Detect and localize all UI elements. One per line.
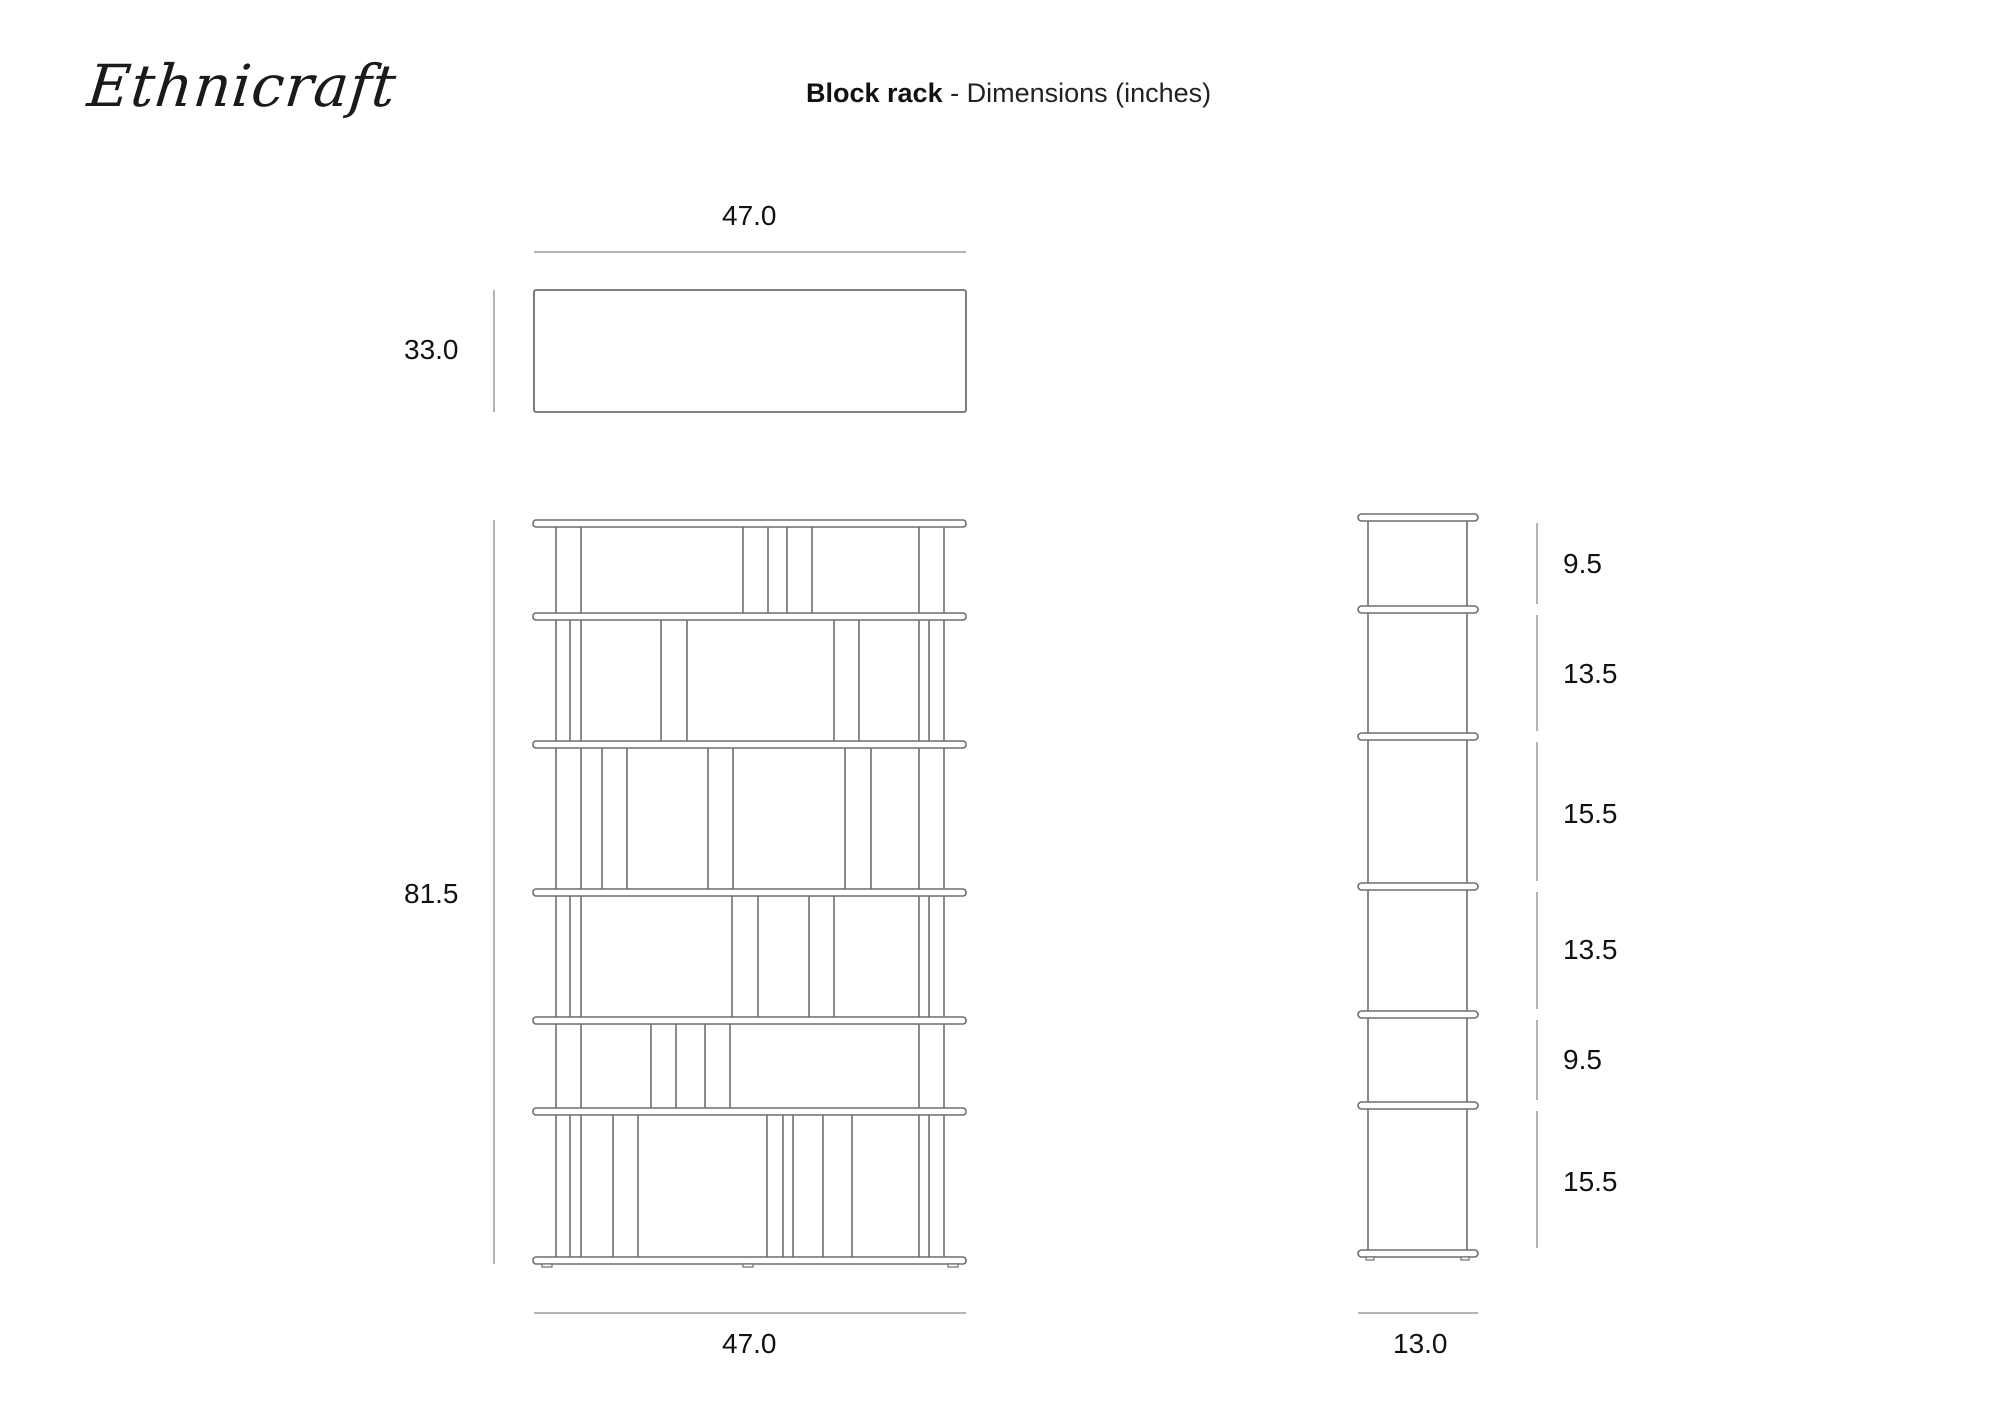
side-section-label: 15.5 xyxy=(1563,1166,1618,1197)
side-view-depth-label: 13.0 xyxy=(1393,1328,1448,1359)
top-view xyxy=(493,251,967,413)
front-shelf xyxy=(532,1256,967,1265)
title-subtitle: Dimensions (inches) xyxy=(966,78,1212,108)
side-foot xyxy=(1460,1256,1470,1261)
front-foot xyxy=(541,1263,553,1268)
side-shelf xyxy=(1357,1010,1479,1019)
front-shelf xyxy=(532,888,967,897)
title-separator: - xyxy=(942,78,967,108)
side-shelf xyxy=(1357,513,1479,522)
front-foot xyxy=(947,1263,959,1268)
side-view xyxy=(1357,513,1479,1261)
side-shelf xyxy=(1357,882,1479,891)
front-view-height-label: 81.5 xyxy=(404,878,459,909)
side-shelf xyxy=(1357,1101,1479,1110)
front-shelf xyxy=(532,519,967,528)
side-section-label: 9.5 xyxy=(1563,548,1602,579)
side-shelf xyxy=(1357,732,1479,741)
side-shelf xyxy=(1357,1249,1479,1258)
front-shelf xyxy=(532,1016,967,1025)
front-dimension-lines xyxy=(493,520,1478,1314)
front-shelf xyxy=(532,740,967,749)
front-foot xyxy=(742,1263,754,1268)
side-section-label: 9.5 xyxy=(1563,1044,1602,1075)
page-title: Block rack - Dimensions (inches) xyxy=(806,78,1211,109)
front-shelf xyxy=(532,612,967,621)
front-view xyxy=(532,519,967,1268)
side-section-label: 13.5 xyxy=(1563,934,1618,965)
top-view-outline xyxy=(533,289,967,413)
front-shelf xyxy=(532,1107,967,1116)
top-view-width-label: 47.0 xyxy=(722,200,777,231)
side-section-label: 15.5 xyxy=(1563,798,1618,829)
front-view-width-label: 47.0 xyxy=(722,1328,777,1359)
side-foot xyxy=(1365,1256,1375,1261)
product-name: Block rack xyxy=(806,78,943,108)
top-view-depth-label: 33.0 xyxy=(404,334,459,365)
side-shelf xyxy=(1357,605,1479,614)
side-section-label: 13.5 xyxy=(1563,658,1618,689)
